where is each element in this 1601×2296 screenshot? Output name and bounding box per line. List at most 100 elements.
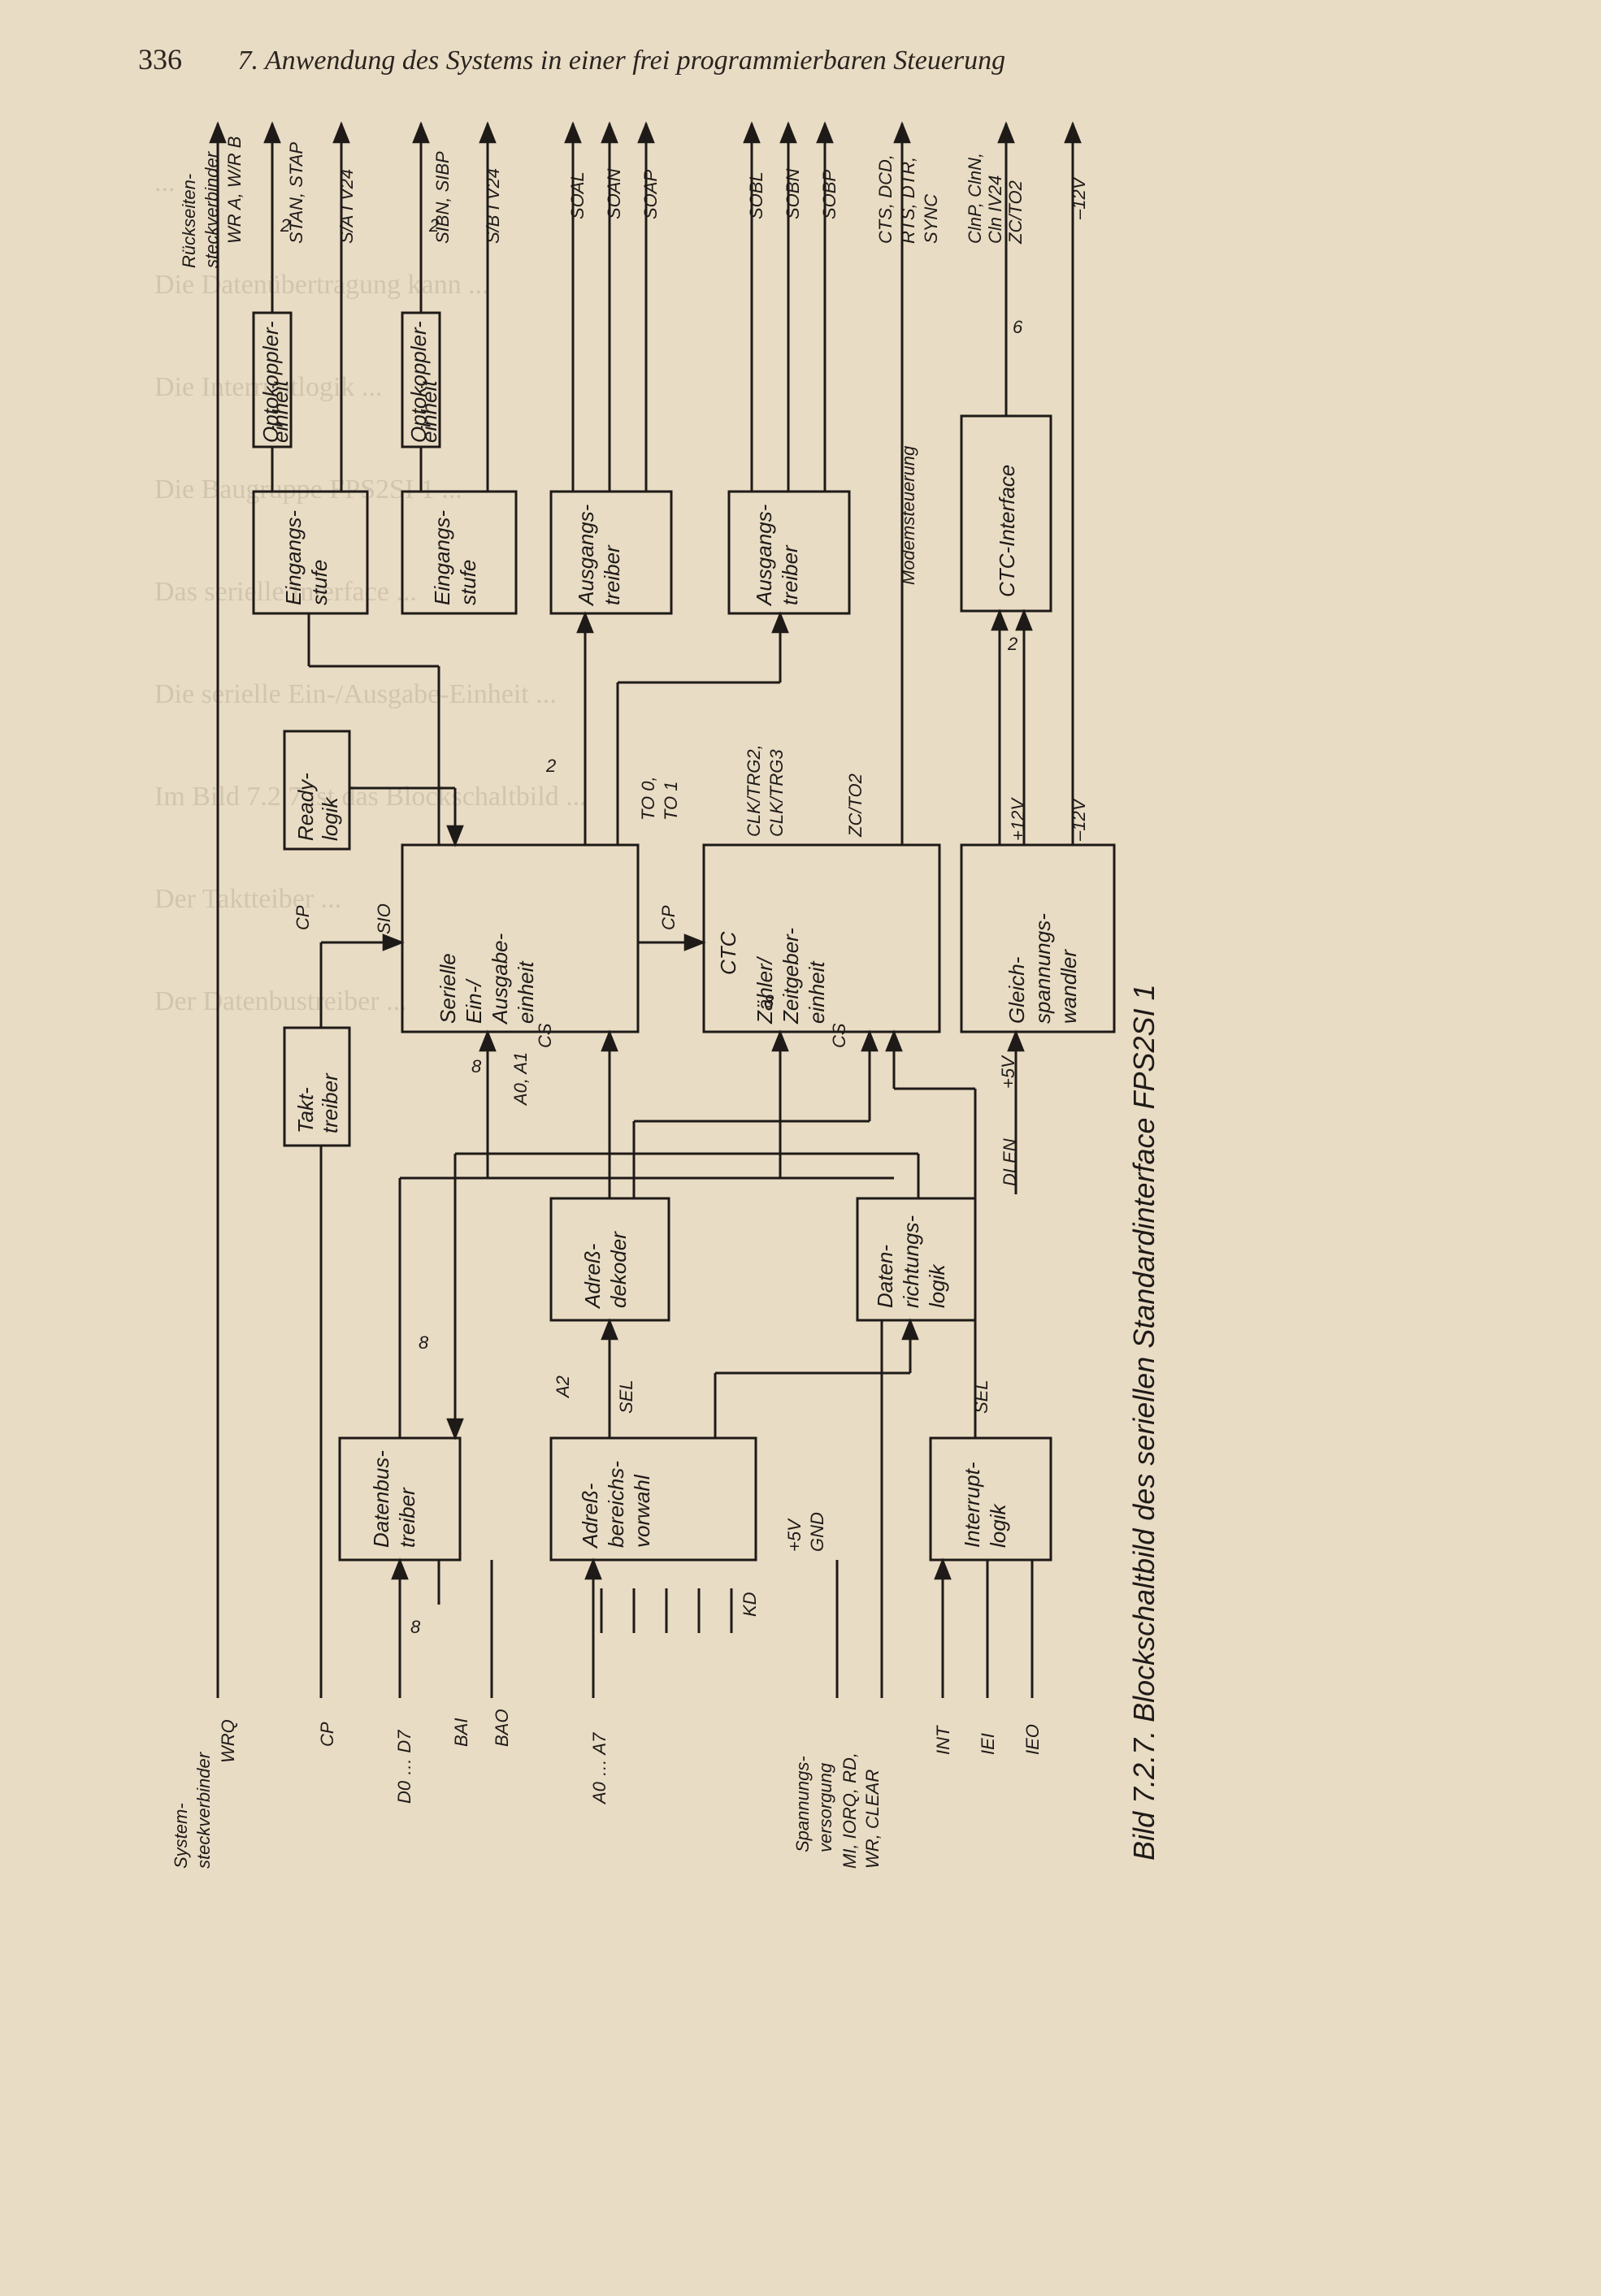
eingangsstufe-label-b: Eingangs-: [430, 510, 454, 605]
running-head: 7. Anwendung des Systems in einer frei p…: [237, 45, 1006, 76]
m12v-label: –12V: [1069, 175, 1089, 220]
sync-label: SYNC: [921, 194, 941, 244]
bleed-paragraph: Im Bild 7.2.7 ist das Blockschaltbild ..…: [154, 782, 587, 812]
datenbus-label1: treiber: [395, 1487, 419, 1548]
figure-caption: Bild 7.2.7. Blockschaltbild des serielle…: [1127, 984, 1161, 1861]
sys-label1: steckverbinder: [193, 1751, 214, 1869]
readylogik-block: [283, 730, 351, 851]
ausgangstreiber-label-a1: treiber: [600, 544, 624, 605]
sib-label: S/B I V24: [483, 168, 503, 244]
eingangsstufe-label-b1: stufe: [456, 560, 480, 605]
bleed-paragraph: Der Taktteiber ...: [154, 884, 342, 914]
kd-label: KD: [740, 1592, 760, 1617]
wr-a-label: WR A, W/R B: [224, 136, 245, 244]
takttreiber-label1: treiber: [318, 1072, 342, 1133]
n8d-label: 8: [410, 1617, 421, 1637]
sobl-label: SOBL: [746, 171, 766, 219]
n2sio-label: 2: [545, 756, 556, 776]
running-header: 336 7. Anwendung des Systems in einer fr…: [138, 42, 1005, 76]
sobp-label: SOBP: [819, 170, 840, 219]
interrupt-label: Interrupt-: [960, 1462, 984, 1548]
eingangsstufe-label-a: Eingangs-: [281, 510, 306, 605]
ctc-label3: einheit: [805, 960, 829, 1024]
spann-label: Spannungs-: [792, 1756, 813, 1852]
eingangsstufe-block-b: [401, 490, 518, 615]
n2b-label: 2: [428, 215, 439, 236]
a0a7-label: A0 … A7: [589, 1732, 610, 1805]
stan-label: STAN, STAP: [286, 142, 306, 244]
cp-label-b: CP: [658, 905, 679, 930]
sio-label2: Ausgabe-: [488, 933, 512, 1025]
mm12-label: –12V: [1069, 797, 1089, 842]
sio-label3: einheit: [514, 960, 538, 1024]
rueck-label1: steckverbinder: [202, 150, 222, 268]
datenrichtung-label: Daten-: [873, 1245, 897, 1308]
d0d7-label: D0 … D7: [394, 1730, 414, 1804]
sio-label-text: SIO: [374, 903, 394, 934]
iei-label: IEI: [978, 1733, 998, 1755]
modem-label: Modemsteuerung: [898, 445, 918, 585]
interruptlogik-block: [929, 1436, 1052, 1562]
bleed-paragraph: Die serielle Ein-/Ausgabe-Einheit ...: [154, 679, 557, 709]
bleed-paragraph: Der Datenbustreiber ...: [154, 986, 407, 1016]
bleed-paragraph: Die Datenübertragung kann ...: [154, 270, 489, 300]
cs-a-label: CS: [535, 1023, 555, 1048]
n2a-label: 2: [280, 215, 290, 236]
optokoppler-label-a1: einheit: [268, 379, 293, 443]
ctc-label2: Zeitgeber-: [779, 928, 803, 1025]
n2c-label: 2: [1007, 634, 1017, 654]
cts-label: CTS, DCD,: [875, 154, 896, 244]
soan-label: SOAN: [604, 169, 624, 219]
sobn-label: SOBN: [783, 169, 803, 219]
dlen-label: DLEN: [1000, 1138, 1020, 1186]
adressbereich-label2: vorwahl: [630, 1474, 654, 1548]
interrupt-label1: logik: [986, 1503, 1010, 1548]
a0a1-label: A0, A1: [510, 1052, 531, 1107]
sio-label: Serielle: [436, 953, 460, 1024]
eingangsstufe-label-a1: stufe: [307, 560, 332, 605]
adressbereich-label: Adreß-: [578, 1483, 602, 1549]
optokoppler-label-b1: einheit: [417, 379, 441, 443]
datenrichtung-label1: richtungs-: [899, 1215, 923, 1308]
int-label: INT: [933, 1725, 953, 1755]
adressdekoder-label1: dekoder: [606, 1231, 631, 1308]
sibn-label: SIBN, SIBP: [432, 151, 453, 244]
ausgangstreiber-label-a: Ausgangs-: [574, 504, 598, 607]
p5gnd-label: +5V: [784, 1518, 805, 1552]
n8c-label: 8: [419, 1332, 429, 1353]
to-label: TO 0,: [638, 776, 658, 821]
p5v-label: +5V: [998, 1055, 1018, 1089]
readylogik-label1: logik: [318, 796, 342, 841]
clk-label: CLK/TRG2,: [744, 744, 764, 837]
takttreiber-label: Takt-: [293, 1087, 318, 1133]
clnp-label: ClnP, ClnN,: [965, 153, 985, 244]
optokoppler-label-b: Optokoppler-: [406, 321, 431, 443]
rueck-label: Rückseiten-: [179, 174, 199, 268]
optokoppler-label-a: Optokoppler-: [258, 321, 283, 443]
datenbus-label: Datenbus-: [369, 1450, 393, 1548]
n8a-label: 8: [471, 1056, 482, 1077]
soal-label: SOAL: [567, 171, 588, 219]
soap-label: SOAP: [640, 170, 661, 219]
cln-label: Cln IV24: [985, 175, 1005, 244]
rts-label: RTS, DTR,: [898, 157, 918, 244]
sys-label: System-: [171, 1803, 191, 1869]
p12-label: +12V: [1008, 797, 1028, 841]
gleich-label2: wandler: [1056, 949, 1081, 1024]
eingangsstufe-block-a: [252, 490, 369, 615]
bleed-paragraph: Die Baugruppe FPS2SI 1 ...: [154, 474, 462, 505]
sel-a-label: SEL: [616, 1380, 636, 1414]
gleichspannungswandler-block: [960, 843, 1116, 1033]
wr-label: WR, CLEAR: [862, 1770, 883, 1869]
sio-label1: Ein-/: [462, 978, 486, 1024]
a2-label: A2: [553, 1375, 573, 1399]
adressdekoder-label: Adreß-: [580, 1243, 605, 1310]
takttreiber-block: [283, 1026, 351, 1147]
ieo-label: IEO: [1022, 1724, 1043, 1755]
ctc-interface-label: CTC-Interface: [995, 465, 1019, 597]
bleed-paragraph: Die Interruptlogik ...: [154, 372, 383, 402]
address-dip-switches: [600, 1588, 733, 1633]
adressbereichsvorwahl-block: [549, 1436, 757, 1562]
sel-b-label: SEL: [971, 1380, 991, 1414]
